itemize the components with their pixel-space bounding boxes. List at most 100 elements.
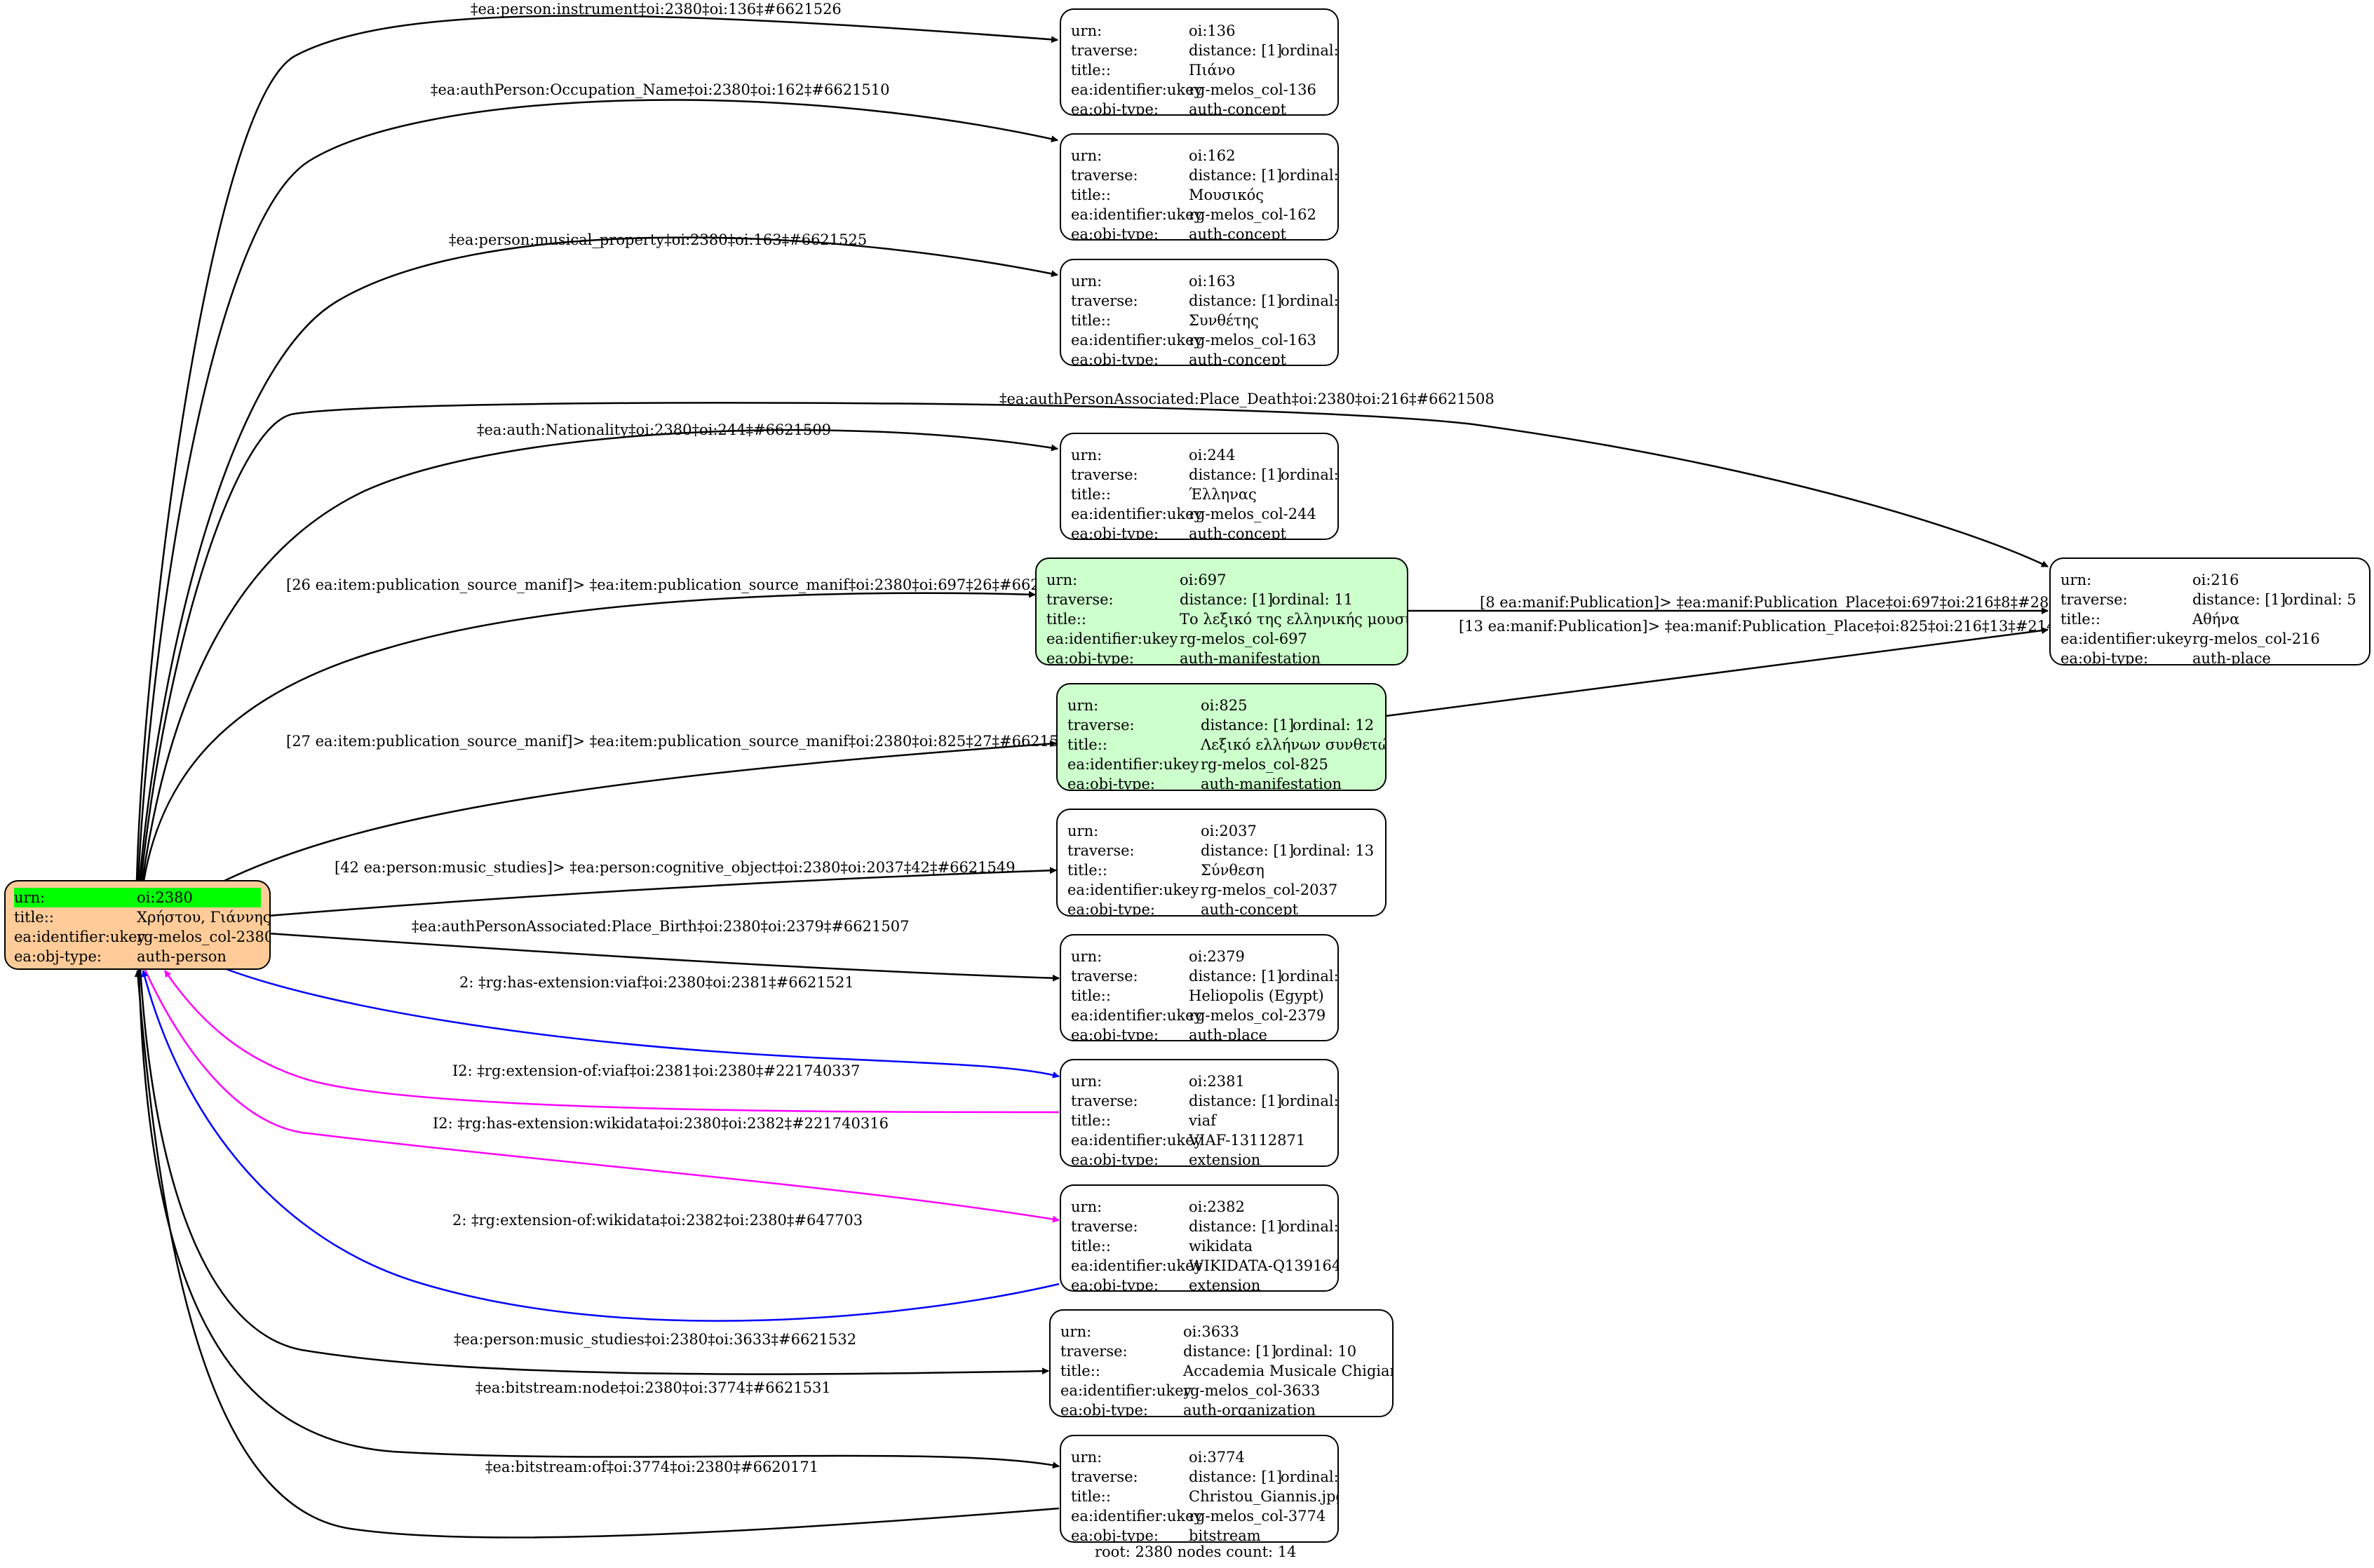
key-traverse: traverse: [1071,466,1138,483]
node-oi-2037[interactable]: urn:oi:2037 traverse:distance: [1]ordina… [1056,809,1387,917]
key-traverse: traverse: [1071,1468,1138,1485]
node-distance: distance: [1] [1189,466,1283,483]
node-ordinal: ordinal: 7 [1281,167,1339,184]
key-type: ea:obj-type: [1071,525,1159,540]
edge-line-extension-of-wikidata [141,970,1060,1322]
edge-line-musical-property [138,236,1058,881]
node-ukey: rg-melos_col-216 [2192,630,2320,647]
key-title: title:: [1071,987,1111,1004]
node-urn: oi:697 [1180,572,1227,588]
edge-label-nationality: ‡ea:auth:Nationality‡oi:2380‡oi:244‡#662… [477,421,831,438]
node-title: Λεξικό ελλήνων συνθετών [1201,736,1387,753]
node-ordinal: ordinal: 8 [1281,292,1339,309]
node-oi-2381[interactable]: urn:oi:2381 traverse:distance: [1]ordina… [1060,1059,1339,1167]
key-ukey: ea:identifier:ukey [1060,1382,1192,1399]
node-urn: oi:244 [1189,447,1236,464]
node-title: Heliopolis (Egypt) [1189,987,1324,1004]
key-urn: urn: [1067,697,1099,714]
node-type: auth-concept [1189,101,1287,116]
node-oi-2382[interactable]: urn:oi:2382 traverse:distance: [1]ordina… [1060,1184,1339,1292]
edge-label-pub-825-216: [13 ea:manif:Publication]> ‡ea:manif:Pub… [1459,618,2112,635]
key-urn: urn: [1071,948,1102,965]
edge-label-place-birth: ‡ea:authPersonAssociated:Place_Birth‡oi:… [412,918,909,935]
key-ukey: ea:identifier:ukey [1067,881,1199,898]
node-distance: distance: [1] [1189,42,1283,59]
node-title: Σύνθεση [1201,862,1264,879]
node-ordinal: ordinal: 1 [1281,1093,1339,1109]
edge-label-occupation: ‡ea:authPerson:Occupation_Name‡oi:2380‡o… [431,81,890,98]
edge-label-cognitive-object: [42 ea:person:music_studies]> ‡ea:person… [335,859,1016,876]
node-type: auth-manifestation [1180,650,1321,665]
node-type: auth-concept [1189,525,1287,540]
key-urn: urn: [1046,572,1078,588]
node-oi-216[interactable]: urn:oi:216 traverse:distance: [1]ordinal… [2049,557,2370,665]
edge-label-extension-of-wikidata: 2: ‡rg:extension-of:wikidata‡oi:2382‡oi:… [452,1212,863,1229]
node-oi-244[interactable]: urn:oi:244 traverse:distance: [1]ordinal… [1060,433,1339,540]
edge-line-nationality [141,429,1058,881]
node-type: bitstream [1189,1527,1261,1543]
key-urn: urn: [1071,147,1102,164]
node-urn: oi:2381 [1189,1073,1245,1090]
node-ukey: rg-melos_col-3633 [1183,1382,1321,1399]
key-type: ea:obj-type: [2061,650,2148,665]
node-type: extension [1189,1277,1261,1292]
node-oi-162[interactable]: urn:oi:162 traverse:distance: [1]ordinal… [1060,133,1339,241]
node-oi-163[interactable]: urn:oi:163 traverse:distance: [1]ordinal… [1060,259,1339,366]
edge-line-occupation [137,99,1058,881]
node-ordinal: ordinal: 3 [1281,1468,1339,1485]
node-type: auth-place [2192,650,2271,665]
key-ukey: ea:identifier:ukey [1071,506,1203,522]
key-title: title:: [2061,611,2100,628]
key-urn: urn: [1060,1323,1092,1340]
node-ukey: rg-melos_col-162 [1189,206,1316,223]
edge-label-bitstream-node: ‡ea:bitstream:node‡oi:2380‡oi:3774‡#6621… [476,1379,831,1396]
node-ukey: VIAF-13112871 [1189,1132,1306,1149]
key-title: title:: [1046,611,1086,628]
key-traverse: traverse: [1071,1218,1138,1235]
node-title: viaf [1189,1112,1216,1129]
key-urn: urn: [1071,1449,1102,1466]
edge-line-instrument [135,15,1058,881]
node-oi-3633[interactable]: urn:oi:3633 traverse:distance: [1]ordina… [1049,1309,1394,1417]
root-ukey: rg-melos_col-2380 [137,928,271,945]
edge-label-place-death: ‡ea:authPersonAssociated:Place_Death‡oi:… [999,391,1495,407]
node-oi-825[interactable]: urn:oi:825 traverse:distance: [1]ordinal… [1056,683,1387,791]
key-urn: urn: [1071,273,1102,290]
key-urn: urn: [1071,22,1102,39]
edge-line-pubsource-825 [224,740,1057,882]
key-ukey: ea:identifier:ukey [14,928,146,945]
key-traverse: traverse: [1071,292,1138,309]
key-traverse: traverse: [1071,167,1138,184]
node-oi-697[interactable]: urn:oi:697 traverse:distance: [1]ordinal… [1035,557,1408,665]
node-ukey: rg-melos_col-244 [1189,506,1316,522]
key-type: ea:obj-type: [1071,1151,1159,1167]
node-ordinal: ordinal: 11 [1272,591,1354,608]
node-ordinal: ordinal: 2 [1281,1218,1339,1235]
node-oi-2379[interactable]: urn:oi:2379 traverse:distance: [1]ordina… [1060,934,1339,1041]
edge-label-musical-property: ‡ea:person:musical_property‡oi:2380‡oi:1… [449,231,867,248]
node-title: wikidata [1189,1238,1253,1255]
key-type: ea:obj-type: [1071,1027,1159,1041]
key-type: ea:obj-type: [1046,650,1134,665]
node-distance: distance: [1] [1201,842,1295,859]
node-oi-136[interactable]: urn:oi:136 traverse:distance: [1]ordinal… [1060,8,1339,116]
key-ukey: ea:identifier:ukey [1046,630,1178,647]
node-title: Christou_Giannis.jpg [1189,1488,1339,1505]
key-title: title:: [1071,187,1111,203]
node-oi-3774[interactable]: urn:oi:3774 traverse:distance: [1]ordina… [1060,1435,1339,1543]
key-ukey: ea:identifier:ukey [1071,81,1203,98]
node-title: Έλληνας [1189,486,1257,503]
root-node[interactable]: urn: oi:2380 title:: Χρήστου, Γιάννης ea… [4,880,271,970]
key-ukey: ea:identifier:ukey [1071,1132,1203,1149]
node-urn: oi:825 [1201,697,1248,714]
node-type: auth-organization [1183,1402,1316,1417]
key-ukey: ea:identifier:ukey [2061,630,2192,647]
root-urn: oi:2380 [137,889,193,906]
key-traverse: traverse: [1046,591,1114,608]
node-ordinal: ordinal: 5 [2284,591,2356,608]
edge-line-music-studies [139,968,1049,1375]
key-traverse: traverse: [1071,1093,1138,1109]
edge-line-pub-825-216 [1385,627,2049,717]
key-ukey: ea:identifier:ukey [1067,756,1199,773]
edge-line-place-birth [267,932,1060,982]
